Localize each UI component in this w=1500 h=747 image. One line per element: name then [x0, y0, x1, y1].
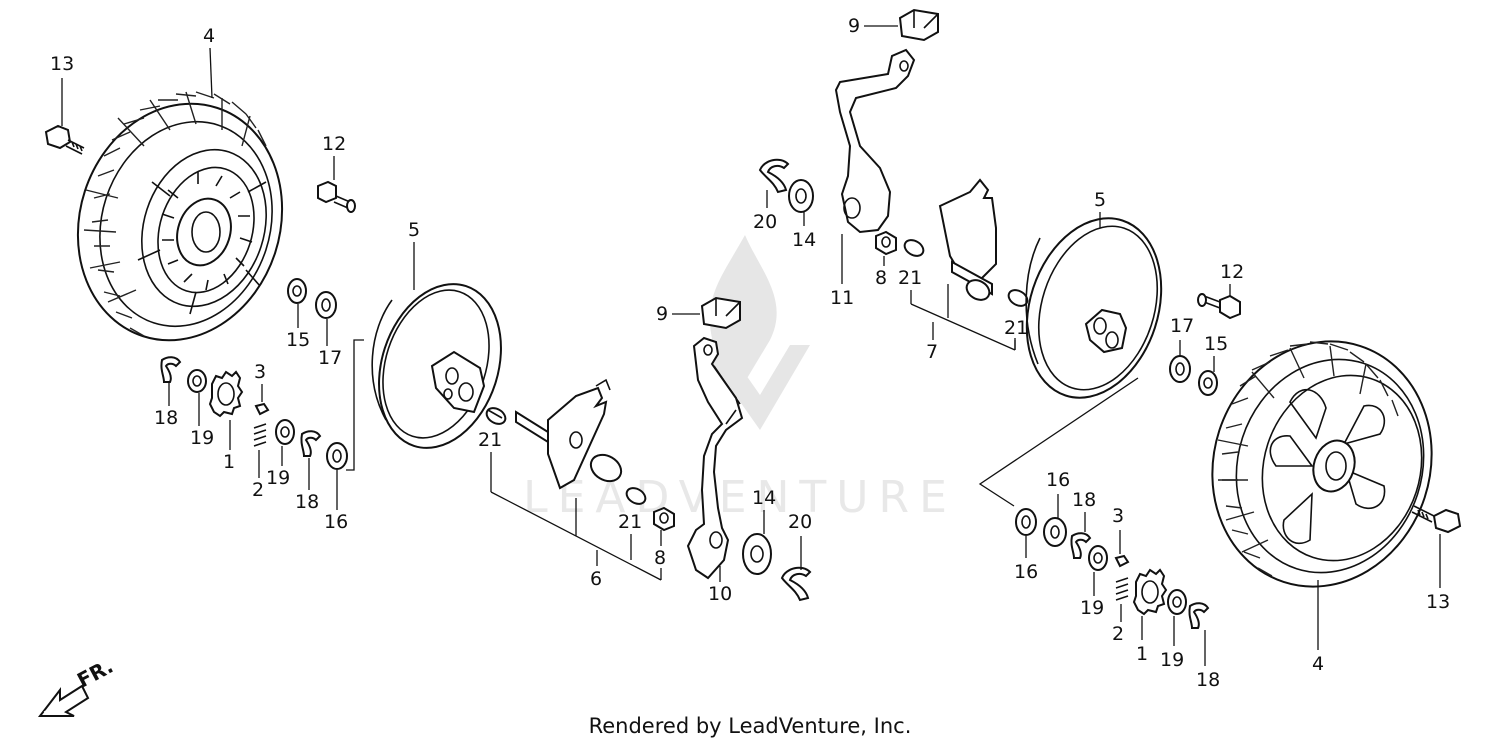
- right-axle-bracket: [910, 284, 1016, 351]
- left-nut-8[interactable]: [653, 506, 675, 532]
- left-washer-14[interactable]: [742, 533, 772, 575]
- callout-left-washer-17: 17: [318, 347, 342, 369]
- right-washer-16a[interactable]: [1015, 508, 1037, 536]
- callout-right-collar-21a: 21: [898, 267, 922, 289]
- callout-right-nut: 8: [875, 267, 887, 289]
- left-clip-18a[interactable]: [160, 356, 182, 383]
- left-axle-assembly[interactable]: [515, 378, 626, 490]
- callout-right-lever: 11: [830, 287, 854, 309]
- callout-right-washer-14: 14: [792, 229, 816, 251]
- left-collar-21b[interactable]: [624, 485, 648, 507]
- right-wheel-cover[interactable]: [1005, 201, 1184, 416]
- callout-right-grip: 9: [848, 15, 860, 37]
- callout-right-pin: 3: [1112, 505, 1124, 527]
- watermark-text: LEADVENTURE: [523, 472, 957, 523]
- callout-right-gear: 1: [1136, 643, 1148, 665]
- left-washer-15[interactable]: [287, 278, 307, 304]
- callout-left-axle: 6: [590, 568, 602, 590]
- callout-right-clip-18a: 18: [1072, 489, 1096, 511]
- callout-left-stud: 12: [322, 133, 346, 155]
- callout-right-washer-17: 17: [1170, 315, 1194, 337]
- callout-left-bolt: 13: [50, 53, 74, 75]
- left-height-lever[interactable]: [686, 336, 744, 580]
- callout-left-clip-20: 20: [788, 511, 812, 533]
- right-stud-bolt[interactable]: [1197, 293, 1241, 320]
- left-washer-19b[interactable]: [275, 419, 295, 445]
- callout-left-grip: 9: [656, 303, 668, 325]
- right-pin[interactable]: [1114, 554, 1130, 568]
- left-bracket-lead: [346, 339, 364, 471]
- left-drive-gear[interactable]: [208, 370, 244, 418]
- right-lever-grip[interactable]: [898, 8, 939, 42]
- right-spring[interactable]: [1115, 577, 1129, 601]
- callout-right-washer-16a: 16: [1014, 561, 1038, 583]
- right-wheel[interactable]: [1181, 313, 1463, 616]
- left-collar-21a[interactable]: [484, 405, 508, 427]
- callout-right-axle: 7: [926, 341, 938, 363]
- callout-right-washer-19b: 19: [1160, 649, 1184, 671]
- callout-left-collar-21a: 21: [478, 429, 502, 451]
- leadventure-watermark: LEADVENTURE: [523, 235, 957, 523]
- right-washer-15[interactable]: [1198, 370, 1218, 396]
- left-axle-bracket: [490, 491, 662, 581]
- right-drive-gear[interactable]: [1132, 568, 1168, 616]
- left-pin[interactable]: [254, 402, 270, 416]
- right-washer-16b[interactable]: [1043, 517, 1067, 547]
- callout-right-washer-19a: 19: [1080, 597, 1104, 619]
- right-washer-19a[interactable]: [1088, 545, 1108, 571]
- callout-left-gear: 1: [223, 451, 235, 473]
- right-collar-21a[interactable]: [902, 237, 926, 259]
- left-washer-16[interactable]: [326, 442, 348, 470]
- right-height-lever[interactable]: [834, 48, 916, 234]
- right-wheel-bolt[interactable]: [1411, 505, 1462, 534]
- right-clip-18a[interactable]: [1070, 532, 1092, 559]
- callout-left-lever: 10: [708, 583, 732, 605]
- left-stud-bolt[interactable]: [317, 180, 356, 213]
- right-e-clip-20[interactable]: [758, 158, 790, 194]
- callout-left-washer-14: 14: [752, 487, 776, 509]
- callout-right-wheel: 4: [1312, 653, 1324, 675]
- right-nut-8[interactable]: [875, 230, 897, 256]
- callout-left-spring: 2: [252, 479, 264, 501]
- right-bracket-lead: [978, 377, 1139, 507]
- callout-left-washer-15: 15: [286, 329, 310, 351]
- callout-left-collar-21b: 21: [618, 511, 642, 533]
- callout-left-cover: 5: [408, 219, 420, 241]
- callout-right-spring: 2: [1112, 623, 1124, 645]
- callout-left-washer-16: 16: [324, 511, 348, 533]
- callout-left-pin: 3: [254, 361, 266, 383]
- left-washer-19a[interactable]: [187, 369, 207, 393]
- left-wheel-cover[interactable]: [359, 268, 521, 464]
- render-credit: Rendered by LeadVenture, Inc.: [588, 714, 912, 738]
- callout-right-bolt: 13: [1426, 591, 1450, 613]
- left-lever-grip[interactable]: [700, 296, 741, 330]
- left-washer-17[interactable]: [315, 291, 337, 319]
- callout-right-washer-15: 15: [1204, 333, 1228, 355]
- callout-left-clip-18b: 18: [295, 491, 319, 513]
- callout-right-collar-21b: 21: [1004, 317, 1028, 339]
- callout-right-clip-18b: 18: [1196, 669, 1220, 691]
- callout-right-clip-20: 20: [753, 211, 777, 233]
- front-direction-arrow-icon: FR.: [37, 654, 117, 717]
- right-clip-18b[interactable]: [1188, 602, 1210, 629]
- callout-right-cover: 5: [1094, 189, 1106, 211]
- right-washer-17[interactable]: [1169, 355, 1191, 383]
- callout-left-nut: 8: [654, 547, 666, 569]
- left-wheel[interactable]: [48, 77, 312, 367]
- left-wheel-bolt[interactable]: [44, 124, 85, 155]
- left-e-clip-20[interactable]: [780, 566, 812, 602]
- right-washer-19b[interactable]: [1167, 589, 1187, 615]
- right-axle-assembly[interactable]: [938, 178, 997, 304]
- left-spring[interactable]: [253, 423, 267, 447]
- callout-right-washer-16b: 16: [1046, 469, 1070, 491]
- callout-left-wheel: 4: [203, 25, 215, 47]
- callout-right-stud: 12: [1220, 261, 1244, 283]
- right-washer-14[interactable]: [788, 179, 814, 213]
- callout-left-washer-19b: 19: [266, 467, 290, 489]
- callout-left-clip-18a: 18: [154, 407, 178, 429]
- left-clip-18b[interactable]: [300, 430, 322, 457]
- callout-left-washer-19a: 19: [190, 427, 214, 449]
